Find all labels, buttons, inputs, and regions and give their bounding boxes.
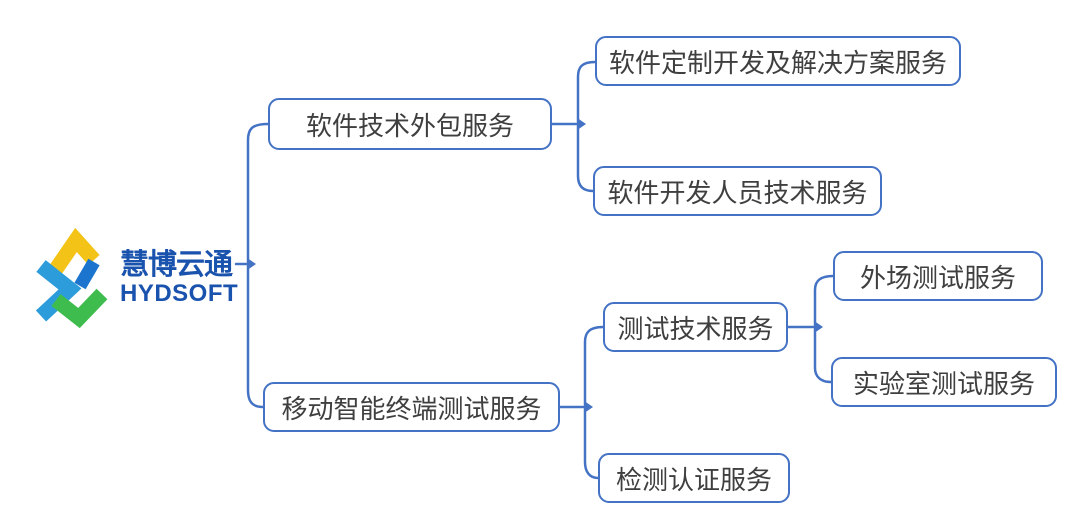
brand-name-en: HYDSOFT (120, 280, 239, 307)
node-field-testing-service: 外场测试服务 (833, 251, 1043, 301)
node-custom-dev-solution-service: 软件定制开发及解决方案服务 (595, 36, 961, 86)
root-node-logo: 慧博云通 HYDSOFT (26, 226, 238, 330)
connector-outsourcing-junction-nub (578, 118, 586, 130)
brand-text-block: 慧博云通 HYDSOFT (120, 249, 238, 307)
node-mobile-terminal-testing: 移动智能终端测试服务 (263, 382, 560, 432)
node-testing-tech-service: 测试技术服务 (603, 302, 788, 352)
connector-mobiletest-junction-nub (585, 401, 593, 413)
connector-root-junction-nub (248, 258, 256, 270)
connector-testtech-junction-nub (815, 321, 823, 333)
brand-name-zh: 慧博云通 (120, 249, 233, 281)
node-inspection-certification-service: 检测认证服务 (598, 453, 790, 503)
hydsoft-logo-icon (35, 227, 108, 329)
node-dev-staff-tech-service: 软件开发人员技术服务 (593, 166, 882, 216)
node-lab-testing-service: 实验室测试服务 (831, 357, 1057, 407)
node-software-tech-outsourcing: 软件技术外包服务 (268, 98, 552, 150)
